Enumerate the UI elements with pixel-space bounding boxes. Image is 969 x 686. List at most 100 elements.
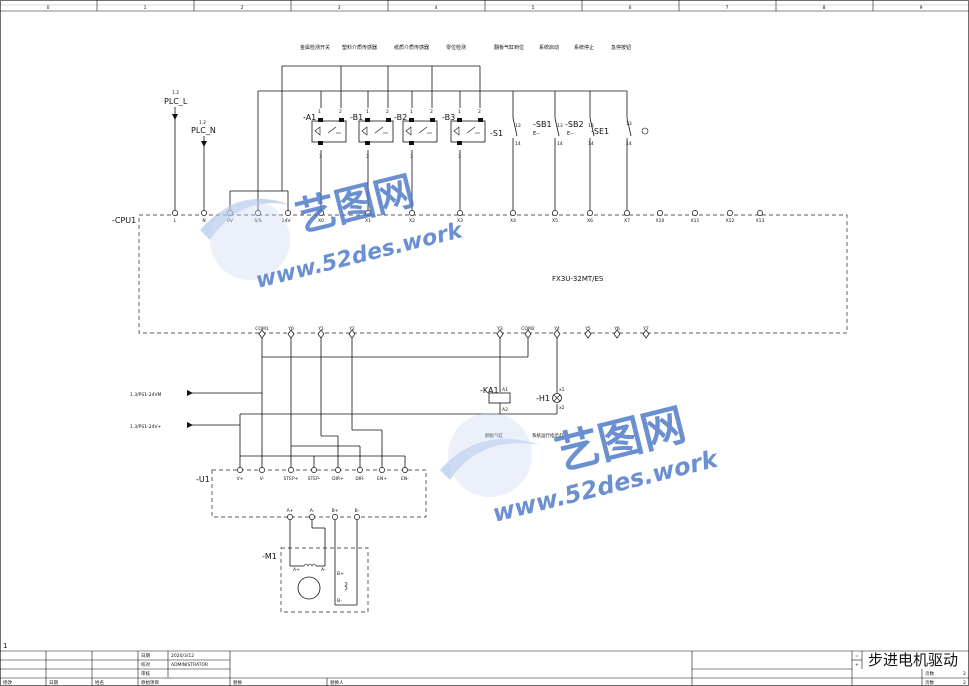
label-system-start: 系统启动 — [539, 44, 559, 51]
plc-output-terminals: COM1 Y0 Y1 Y2 Y3 COM2 Y4 Y5 Y6 Y7 — [255, 326, 650, 339]
svg-text:DIR+: DIR+ — [332, 476, 344, 482]
grid-col-4: 4 — [435, 5, 438, 11]
svg-text:E--: E-- — [567, 131, 574, 137]
svg-text:1: 1 — [458, 109, 461, 115]
svg-text:COM2: COM2 — [521, 326, 535, 332]
watermark-top: 艺图网 www.52des.work — [200, 168, 466, 294]
svg-text:-SB1: -SB1 — [533, 120, 552, 129]
coil-icon — [303, 563, 317, 567]
svg-text:A1: A1 — [502, 387, 508, 393]
svg-text:Y0: Y0 — [287, 326, 294, 332]
svg-text:2: 2 — [963, 671, 966, 677]
svg-text:1.2: 1.2 — [199, 120, 206, 126]
sheet-number: 1 — [3, 642, 7, 650]
svg-text:1: 1 — [318, 109, 321, 115]
svg-text:13: 13 — [588, 123, 594, 129]
svg-text:X5: X5 — [552, 218, 558, 224]
svg-text:2: 2 — [339, 109, 342, 115]
svg-text:E--: E-- — [533, 131, 540, 137]
svg-text:13: 13 — [626, 121, 632, 127]
plc-n-label: PLC_N — [191, 126, 216, 135]
svg-text:X4: X4 — [510, 218, 516, 224]
svg-text:页数: 页数 — [925, 670, 934, 677]
svg-text:S/S: S/S — [254, 218, 261, 224]
grid-col-5: 5 — [532, 5, 535, 11]
svg-text:0V: 0V — [227, 218, 234, 224]
svg-text:B-: B- — [337, 598, 342, 604]
indicator-lamp-icon — [552, 393, 562, 403]
motor-m1: -M1 A+ A- B+ B- — [262, 520, 369, 613]
label-emergency-stop: 急停按钮 — [611, 44, 631, 51]
svg-text:系统运行指示灯: 系统运行指示灯 — [532, 432, 564, 439]
driver-u1: -U1 V+ V- STEP+ STEP- DIR+ DIR- EN+ EN- … — [196, 467, 427, 520]
svg-text:X1: X1 — [365, 218, 371, 224]
svg-text:B+: B+ — [337, 571, 344, 577]
svg-text:24V: 24V — [282, 218, 292, 224]
switch-se1: -SE1 13 14 — [591, 117, 649, 147]
sensor-b3: -B3 1 2 3 — [442, 109, 486, 160]
svg-text:ADMINISTRATOR: ADMINISTRATOR — [171, 662, 208, 668]
svg-text:X10: X10 — [656, 218, 665, 224]
svg-text:替换人: 替换人 — [330, 679, 344, 686]
svg-text:1.2: 1.2 — [172, 90, 179, 96]
svg-text:3: 3 — [410, 154, 413, 160]
svg-text:A+: A+ — [287, 508, 294, 514]
svg-text:-B2: -B2 — [394, 113, 407, 122]
svg-text:DIR-: DIR- — [355, 476, 365, 482]
svg-text:-U1: -U1 — [196, 475, 210, 484]
svg-text:2: 2 — [963, 680, 966, 686]
svg-text:Y3: Y3 — [496, 326, 503, 332]
svg-text:翻板气缸: 翻板气缸 — [485, 432, 503, 439]
svg-text:-KA1: -KA1 — [480, 386, 499, 395]
svg-text:Y2: Y2 — [348, 326, 355, 332]
svg-text:x2: x2 — [559, 405, 565, 411]
svg-text:B+: B+ — [332, 508, 339, 514]
svg-text:EN+: EN+ — [377, 476, 387, 482]
svg-text:1: 1 — [410, 109, 413, 115]
svg-text:艺图网: 艺图网 — [291, 168, 419, 242]
sensor-wiring — [229, 65, 628, 210]
title-block: 日期 2020/3/12 校对 ADMINISTRATOR 审核 修改 日期 姓… — [0, 650, 969, 686]
svg-text:X13: X13 — [756, 218, 765, 224]
sensor-b2: -B2 1 2 3 — [394, 109, 438, 160]
svg-text:X12: X12 — [726, 218, 735, 224]
plc-tag: -CPU1 — [112, 216, 136, 225]
svg-text:B-: B- — [355, 508, 360, 514]
svg-text:校对: 校对 — [141, 661, 150, 668]
svg-text:Y1: Y1 — [317, 326, 324, 332]
svg-text:Y5: Y5 — [584, 326, 591, 332]
svg-text:X0: X0 — [318, 218, 324, 224]
svg-text:X2: X2 — [409, 218, 415, 224]
proximity-sensor-icon — [405, 126, 412, 136]
svg-text:STEP+: STEP+ — [284, 476, 299, 482]
svg-text:-M1: -M1 — [262, 552, 277, 561]
svg-text:替换: 替换 — [233, 679, 242, 686]
svg-text:14: 14 — [515, 141, 521, 147]
relay-ka1: -KA1 A1 A2 翻板气缸 — [480, 386, 511, 439]
label-paper-sensor: 纸质介质传感器 — [394, 44, 429, 51]
svg-text:-S1: -S1 — [490, 129, 503, 138]
svg-text:原始项目: 原始项目 — [141, 679, 159, 686]
svg-text:Y6: Y6 — [613, 326, 620, 332]
grid-col-9: 9 — [920, 5, 923, 11]
drawing-title: 步进电机驱动 — [868, 651, 958, 669]
label-plastic-sensor: 塑料介质传感器 — [342, 44, 377, 51]
plc-model: FX3U-32MT/ES — [552, 275, 604, 283]
proximity-sensor-icon — [453, 126, 460, 136]
output-wiring: 1.3/PS1-24VM 1.3/PS1-24V+ — [130, 338, 558, 470]
label-metal-switch: 金属检测开关 — [300, 44, 330, 51]
svg-text:-SE1: -SE1 — [591, 127, 609, 136]
svg-text:L: L — [174, 218, 177, 224]
grid-col-2: 2 — [241, 5, 244, 11]
plc-l-label: PLC_L — [164, 97, 188, 106]
svg-text:N: N — [202, 218, 205, 224]
grid-col-7: 7 — [726, 5, 729, 11]
svg-text:X7: X7 — [624, 218, 630, 224]
grid-col-3: 3 — [338, 5, 341, 11]
arrow-down-icon — [201, 141, 207, 147]
svg-text:A2: A2 — [502, 407, 508, 413]
svg-text:-A1: -A1 — [303, 113, 316, 122]
svg-text:EN-: EN- — [401, 476, 409, 482]
proximity-sensor-icon — [361, 126, 368, 136]
